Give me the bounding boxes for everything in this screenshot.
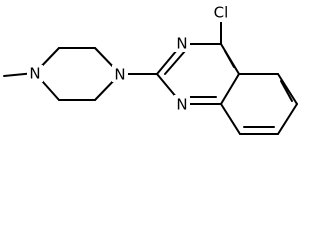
atom-n-methyl-piperazine: N bbox=[29, 65, 40, 83]
bond-bz-3 bbox=[277, 103, 298, 135]
bond-c4a-c8a bbox=[220, 73, 240, 105]
molecule-drawing: N N N N Cl bbox=[3, 4, 298, 135]
atom-labels: N N N N Cl bbox=[27, 4, 232, 114]
structure-diagram: N N N N Cl bbox=[3, 3, 298, 135]
atom-n1-quinazoline: N bbox=[176, 96, 187, 114]
bond-c2-n3-inner bbox=[164, 50, 186, 75]
atom-n-aryl-piperazine: N bbox=[114, 66, 125, 84]
pyrimidine-ring bbox=[156, 43, 240, 105]
atom-n3-quinazoline: N bbox=[176, 35, 187, 53]
bond-c4-inner bbox=[224, 50, 235, 68]
piperazine-ring bbox=[34, 47, 121, 101]
bond-bz-5 bbox=[220, 103, 241, 135]
benzene-ring bbox=[220, 73, 298, 135]
atom-chlorine: Cl bbox=[214, 4, 229, 22]
bond-bz-2 bbox=[277, 73, 298, 105]
bond-bz-inner-1 bbox=[280, 80, 293, 102]
